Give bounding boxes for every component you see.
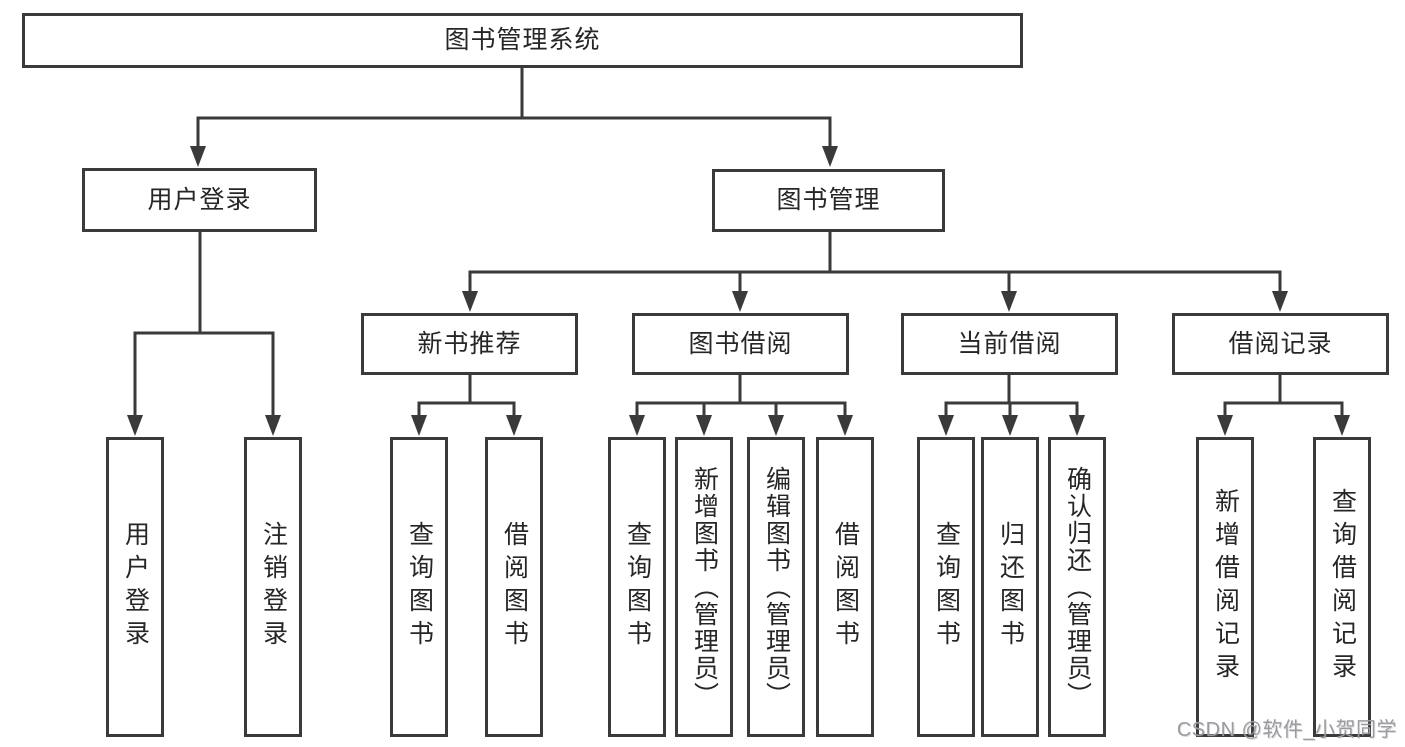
leaf-current-confirm: 确认归还（管理员） <box>1048 437 1106 737</box>
leaf-current-confirm-label: 确认归还（管理员） <box>1063 465 1092 709</box>
arrow-to-newbooks <box>462 291 478 312</box>
leaf-newbooks-query: 查询图书 <box>390 437 448 737</box>
leaf-records-add: 新增借阅记录 <box>1196 437 1254 737</box>
leaf-records-query: 查询借阅记录 <box>1313 437 1371 737</box>
leaf-newbooks-borrow-label: 借阅图书 <box>500 521 529 653</box>
leaf-current-return: 归还图书 <box>981 437 1039 737</box>
leaf-borrow-query-label: 查询图书 <box>623 521 652 653</box>
arrow-to-current <box>1001 291 1017 312</box>
arrow-leaf-bb-query <box>629 415 645 436</box>
level2-branch-line <box>196 116 832 152</box>
node-book-borrow: 图书借阅 <box>632 313 849 375</box>
leaf-borrow-borrow: 借阅图书 <box>816 437 874 737</box>
arrow-leaf-logout <box>265 415 281 436</box>
arrow-leaf-cb-confirm <box>1069 415 1085 436</box>
arrowheads <box>127 146 1350 436</box>
leaf-borrow-borrow-label: 借阅图书 <box>831 521 860 653</box>
arrow-to-book-mgmt <box>822 146 838 167</box>
leaf-user-login-label: 用户登录 <box>121 521 150 653</box>
node-new-book-recommend: 新书推荐 <box>361 313 578 375</box>
leaf-records-add-label: 新增借阅记录 <box>1211 488 1240 686</box>
node-book-borrow-label: 图书借阅 <box>688 329 793 358</box>
leaf-records-query-label: 查询借阅记录 <box>1328 488 1357 686</box>
arrow-to-borrow <box>732 291 748 312</box>
arrow-to-user-login <box>190 146 206 167</box>
arrow-leaf-bb-edit <box>768 415 784 436</box>
records-branch-line <box>1223 401 1344 426</box>
leaf-logout-label: 注销登录 <box>259 521 288 653</box>
leaf-current-query-label: 查询图书 <box>932 521 961 653</box>
arrow-leaf-rec-add <box>1217 415 1233 436</box>
node-book-management: 图书管理 <box>712 169 945 232</box>
arrow-leaf-nb-query <box>411 415 427 436</box>
level3-branch-line <box>468 270 1282 300</box>
leaf-borrow-edit: 编辑图书（管理员） <box>747 437 805 737</box>
user-login-branch-line <box>133 331 275 426</box>
node-current-borrow-label: 当前借阅 <box>957 329 1062 358</box>
arrow-leaf-nb-borrow <box>506 415 522 436</box>
node-root: 图书管理系统 <box>22 13 1023 68</box>
arrow-leaf-cb-return <box>1002 415 1018 436</box>
leaf-user-login: 用户登录 <box>106 437 164 737</box>
leaf-borrow-add: 新增图书（管理员） <box>675 437 733 737</box>
arrow-leaf-bb-borrow <box>837 415 853 436</box>
node-new-book-recommend-label: 新书推荐 <box>417 329 522 358</box>
leaf-current-query: 查询图书 <box>917 437 975 737</box>
leaf-borrow-add-label: 新增图书（管理员） <box>690 465 719 709</box>
node-root-label: 图书管理系统 <box>444 26 601 54</box>
leaf-newbooks-query-label: 查询图书 <box>405 521 434 653</box>
csdn-watermark: CSDN @软件_小贺同学 <box>1176 719 1397 741</box>
borrow-branch-line <box>635 401 847 426</box>
node-user-login-label: 用户登录 <box>147 185 252 214</box>
leaf-newbooks-borrow: 借阅图书 <box>485 437 543 737</box>
newbooks-branch-line <box>417 401 516 426</box>
node-user-login: 用户登录 <box>82 168 317 232</box>
leaf-logout: 注销登录 <box>244 437 302 737</box>
leaf-borrow-query: 查询图书 <box>608 437 666 737</box>
leaf-borrow-edit-label: 编辑图书（管理员） <box>762 465 791 709</box>
node-book-management-label: 图书管理 <box>776 186 881 214</box>
arrow-leaf-login <box>127 415 143 436</box>
node-borrow-records-label: 借阅记录 <box>1228 329 1333 358</box>
leaf-current-return-label: 归还图书 <box>996 521 1025 653</box>
arrow-to-records <box>1272 291 1288 312</box>
arrow-leaf-rec-query <box>1334 415 1350 436</box>
arrow-leaf-cb-query <box>938 415 954 436</box>
node-current-borrow: 当前借阅 <box>901 313 1118 375</box>
arrow-leaf-bb-add <box>696 415 712 436</box>
node-borrow-records: 借阅记录 <box>1172 313 1389 375</box>
